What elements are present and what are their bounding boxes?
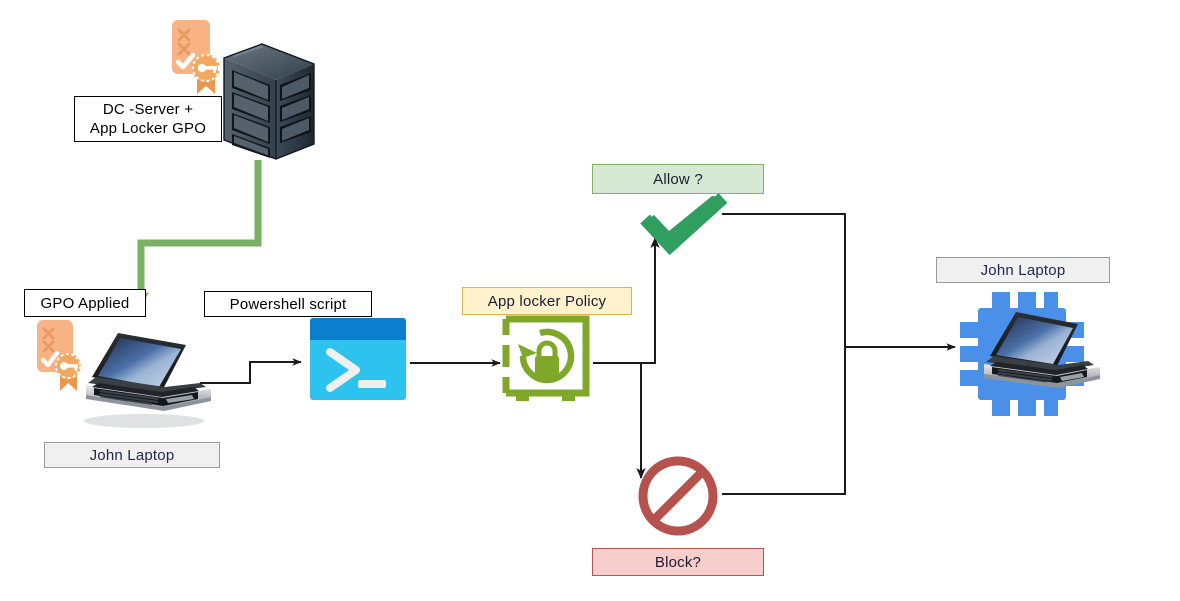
certificate-key-badge-icon-left (34, 318, 90, 396)
john-laptop-right-label: John Laptop (936, 257, 1110, 283)
dc-server-label: DC -Server + App Locker GPO (74, 96, 222, 142)
safe-vault-lock-icon[interactable] (494, 313, 594, 405)
dc-server-label-line1: DC -Server + (102, 101, 194, 118)
certificate-key-badge-icon (168, 18, 230, 100)
check-mark-icon (640, 193, 728, 256)
dc-server-label-line2: App Locker GPO (89, 120, 207, 137)
connector-laptop-to-powershell (200, 358, 302, 384)
gpo-applied-label: GPO Applied (24, 289, 146, 317)
laptop-gear-icon[interactable] (952, 290, 1100, 418)
allow-label: Allow ? (592, 164, 764, 194)
john-laptop-left-label: John Laptop (44, 442, 220, 468)
powershell-script-label: Powershell script (204, 291, 372, 317)
block-label: Block? (592, 548, 764, 576)
connector-policy-to-allow (593, 237, 660, 364)
connector-allow-to-laptop (722, 213, 846, 347)
laptop-icon[interactable] (70, 325, 215, 430)
connector-server-to-laptop (133, 160, 262, 308)
powershell-terminal-icon[interactable] (310, 318, 406, 400)
server-rack[interactable] (210, 28, 320, 166)
app-locker-policy-label: App locker Policy (462, 287, 632, 315)
no-entry-block-icon (636, 454, 720, 538)
connector-block-to-laptop (722, 347, 846, 495)
